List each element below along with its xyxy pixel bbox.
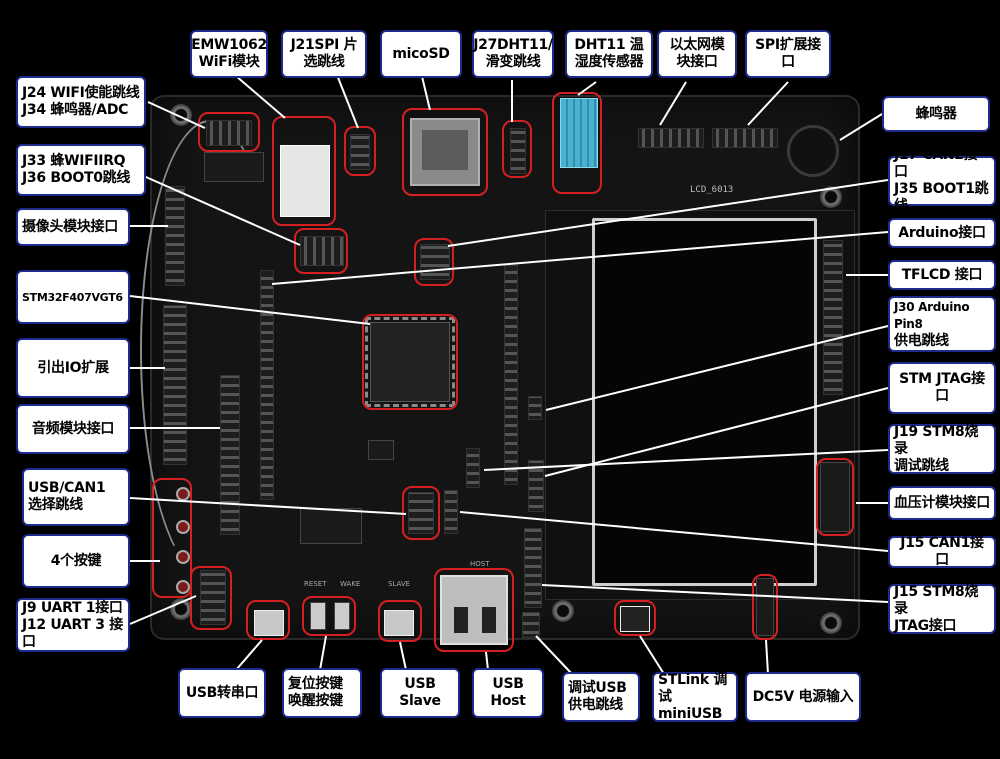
highlight-keys bbox=[152, 478, 192, 598]
lcd-model-silk: LCD_6013 bbox=[690, 185, 734, 195]
label-emw1062: EMW1062 WiFi模块 bbox=[190, 30, 268, 78]
highlight-j21 bbox=[344, 126, 376, 176]
uart-header bbox=[200, 570, 226, 625]
label-buzzer: 蜂鸣器 bbox=[882, 96, 990, 132]
host-silk: HOST bbox=[470, 560, 490, 568]
highlight-mcu bbox=[362, 314, 458, 410]
highlight-usbcan bbox=[402, 486, 440, 540]
label-microsd: micoSD bbox=[380, 30, 462, 78]
usb-serial-chip bbox=[300, 508, 362, 544]
highlight-j24 bbox=[198, 112, 260, 152]
label-camera: 摄像头模块接口 bbox=[16, 208, 130, 246]
label-j19: J19 STM8烧录调试跳线 bbox=[888, 424, 996, 474]
ethernet-header bbox=[638, 128, 704, 148]
dht11-sensor bbox=[560, 98, 598, 168]
spi-header bbox=[712, 128, 778, 148]
label-usb-host: USB Host bbox=[472, 668, 544, 718]
highlight-dc5v bbox=[752, 574, 778, 640]
label-reset-wake: 复位按键唤醒按键 bbox=[282, 668, 362, 718]
wake-button bbox=[334, 602, 350, 630]
slave-silk: SLAVE bbox=[388, 580, 411, 588]
usb-slave-port bbox=[384, 610, 414, 636]
highlight-reset bbox=[302, 596, 356, 636]
highlight-j17 bbox=[414, 238, 454, 286]
can1-header bbox=[524, 528, 542, 608]
label-dc5v: DC5V 电源输入 bbox=[745, 672, 861, 722]
label-dht11: DHT11 温湿度传感器 bbox=[565, 30, 653, 78]
stm32-mcu bbox=[365, 317, 455, 407]
buzzer bbox=[787, 125, 839, 177]
microsd-slot bbox=[410, 118, 480, 186]
label-ethernet: 以太网模块接口 bbox=[657, 30, 737, 78]
debug-usb-jumper bbox=[522, 612, 540, 638]
ic-chip bbox=[204, 152, 264, 182]
mounting-hole bbox=[820, 612, 842, 634]
mounting-hole bbox=[170, 598, 192, 620]
reset-silk: RESET bbox=[304, 580, 327, 588]
highlight-wifi bbox=[272, 116, 336, 226]
mounting-hole bbox=[170, 104, 192, 126]
usb-host-port bbox=[440, 575, 508, 645]
reset-button bbox=[310, 602, 326, 630]
label-spi: SPI扩展接口 bbox=[745, 30, 831, 78]
label-j21: J21SPI 片选跳线 bbox=[281, 30, 367, 78]
mounting-hole bbox=[552, 600, 574, 622]
usbcan-jumper bbox=[408, 492, 434, 534]
j27-jumper bbox=[510, 128, 526, 174]
highlight-j27 bbox=[502, 120, 532, 178]
label-audio: 音频模块接口 bbox=[16, 404, 130, 454]
j21-jumper bbox=[350, 134, 370, 170]
highlight-stlink bbox=[614, 600, 656, 636]
highlight-uart bbox=[190, 566, 232, 630]
arduino-right-header bbox=[504, 265, 518, 485]
label-stm32: STM32F407VGT6 bbox=[16, 270, 130, 324]
mounting-hole bbox=[820, 186, 842, 208]
j24-jumper bbox=[206, 120, 252, 146]
push-button bbox=[176, 550, 190, 564]
io-header bbox=[163, 305, 187, 465]
usb-serial-port bbox=[254, 610, 284, 636]
highlight-usbslave bbox=[378, 600, 422, 642]
crystal bbox=[368, 440, 394, 460]
highlight-usbserial bbox=[246, 600, 290, 640]
label-keys: 4个按键 bbox=[22, 534, 130, 588]
label-usb-slave: USB Slave bbox=[380, 668, 460, 718]
push-button bbox=[176, 520, 190, 534]
highlight-usbhost bbox=[434, 568, 514, 652]
wake-silk: WAKE bbox=[340, 580, 361, 588]
j19-jumper bbox=[466, 448, 480, 488]
can-jumper bbox=[444, 490, 458, 534]
camera-header bbox=[165, 186, 185, 286]
stlink-port bbox=[620, 606, 650, 632]
highlight-dht11 bbox=[552, 92, 602, 194]
label-arduino: Arduino接口 bbox=[888, 218, 996, 248]
stm8-jtag-header bbox=[528, 460, 544, 512]
tft-lcd-screen bbox=[592, 218, 817, 586]
label-can1: J15 CAN1接口 bbox=[888, 535, 996, 568]
label-j27: J27DHT11/滑变跳线 bbox=[472, 30, 554, 78]
highlight-bp bbox=[816, 458, 854, 536]
highlight-microsd bbox=[402, 108, 488, 196]
label-bp: 血压计模块接口 bbox=[888, 486, 996, 520]
label-usb-serial: USB转串口 bbox=[178, 668, 266, 718]
label-stm-jtag: STM JTAG接口 bbox=[888, 362, 996, 414]
highlight-j33 bbox=[294, 228, 348, 274]
label-tflcd: TFLCD 接口 bbox=[888, 260, 996, 290]
audio-header bbox=[220, 375, 240, 535]
arduino-left-header bbox=[260, 270, 274, 500]
j30-jumper bbox=[528, 396, 542, 420]
tflcd-header bbox=[823, 240, 843, 395]
label-io: 引出IO扩展 bbox=[16, 338, 130, 398]
